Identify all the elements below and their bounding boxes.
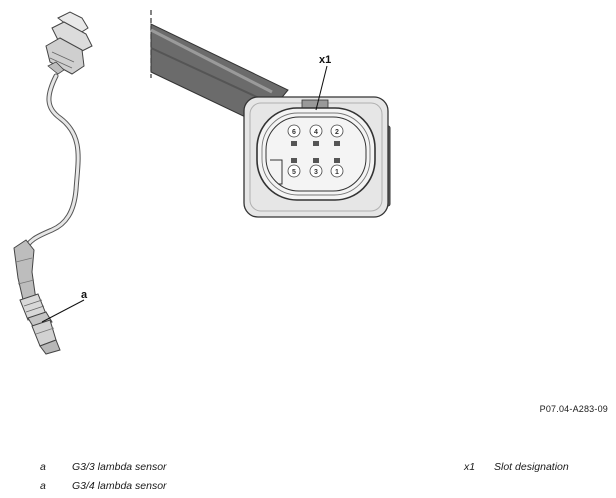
pin-circle-5: [287, 164, 301, 178]
connector-diagram: a 6 4 2: [13, 10, 391, 355]
callout-a-leader: [41, 299, 85, 323]
lambda-sensor-illustration: [13, 11, 93, 355]
pin-label-5: 5: [292, 169, 296, 176]
pin-circle-4: [309, 124, 323, 138]
pin-contact-3: [313, 158, 319, 163]
pin-circle-6: [287, 124, 301, 138]
pin-contact-2: [334, 141, 340, 146]
pin-label-3: 3: [314, 169, 318, 176]
legend-key: a: [40, 480, 46, 492]
pin-contact-6: [291, 141, 297, 146]
pin-label-6: 6: [292, 129, 296, 136]
pin-label-4: 4: [314, 129, 318, 136]
callout-x1-label: x1: [319, 54, 331, 66]
pin-circle-3: [309, 164, 323, 178]
legend-description: G3/4 lambda sensor: [72, 480, 167, 492]
pin-label-2: 2: [335, 129, 339, 136]
legend-key: a: [40, 461, 46, 473]
sensor-cable: [21, 73, 81, 255]
pin-label-1: 1: [335, 169, 339, 176]
callout-a-label: a: [81, 289, 88, 301]
legend-description: G3/3 lambda sensor: [72, 461, 167, 473]
legend-key: x1: [464, 461, 476, 473]
sensor-plug: [45, 11, 93, 75]
pin-contact-5: [291, 158, 297, 163]
sensor-body: [19, 293, 61, 355]
sensor-boot: [13, 239, 37, 305]
pin-circle-2: [330, 124, 344, 138]
legend-description: Slot designation: [494, 461, 569, 473]
figure-code: P07.04-A283-09: [539, 404, 608, 414]
pin-circle-1: [330, 164, 344, 178]
callout-x1-leader: [315, 65, 328, 111]
pin-contact-4: [313, 141, 319, 146]
pin-contact-1: [334, 158, 340, 163]
connector-housing: [243, 96, 391, 218]
connector-pins: 6 4 2 5 3 1: [287, 124, 344, 178]
